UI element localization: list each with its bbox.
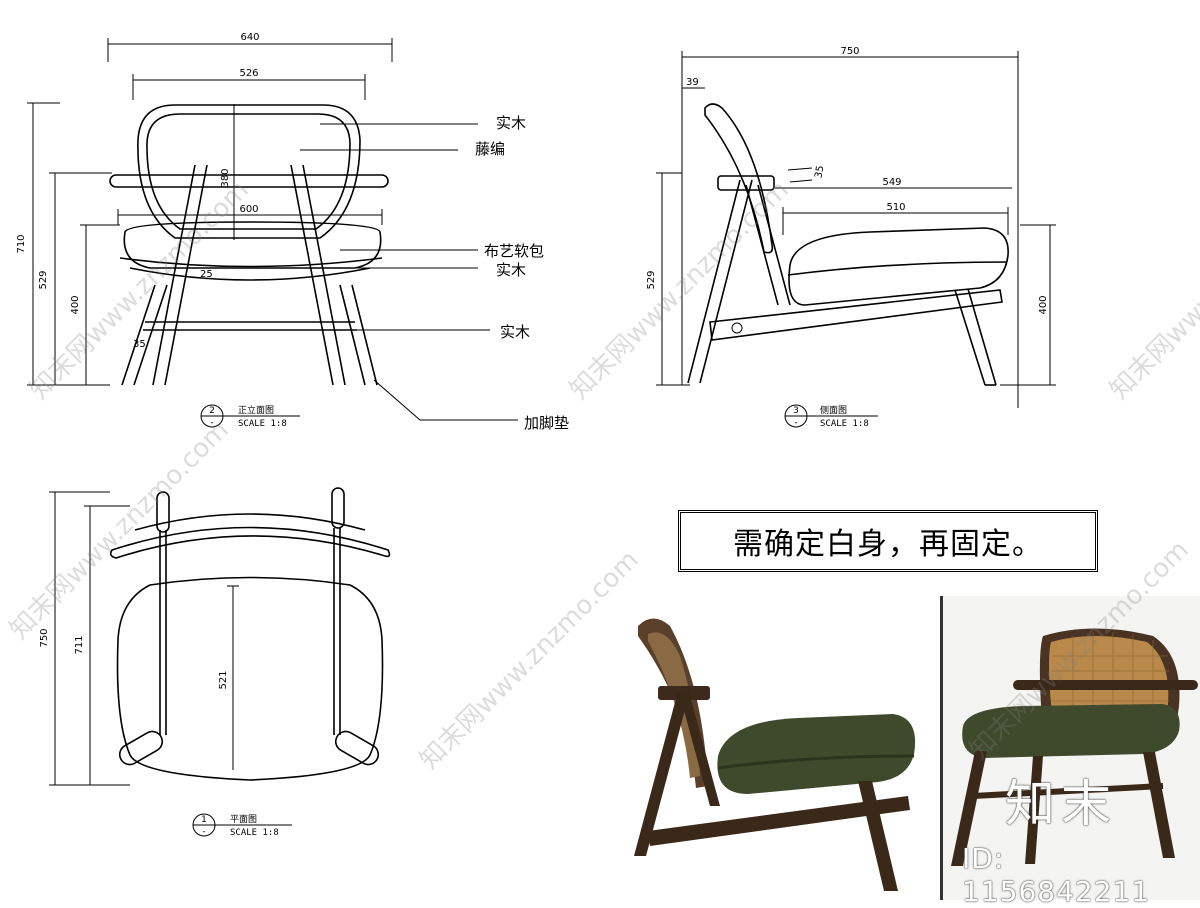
- label-solid-wood-mid: 实木: [496, 261, 526, 279]
- dim-side-510: 510: [886, 202, 905, 213]
- chair-side-illustration: [634, 618, 916, 891]
- front-tag-number: 2: [209, 406, 215, 416]
- plan-view: 750 711 521 1 - 平面图 SCALE 1:8: [39, 487, 391, 838]
- plan-scale: SCALE 1:8: [230, 828, 279, 838]
- dim-side-750: 750: [840, 46, 859, 57]
- plan-tag-sub: -: [202, 827, 205, 837]
- dim-side-529: 529: [646, 270, 657, 289]
- dim-side-39: 39: [686, 77, 699, 88]
- dim-front-529: 529: [38, 270, 49, 289]
- watermark-id: ID: 1156842211: [962, 842, 1151, 908]
- watermark-logo: 知末: [1005, 775, 1117, 833]
- label-solid-wood-low: 实木: [500, 323, 530, 341]
- side-tag-number: 3: [793, 406, 799, 416]
- dim-plan-750: 750: [39, 628, 50, 647]
- dim-front-380: 380: [220, 168, 231, 187]
- front-tag-sub: -: [210, 418, 213, 428]
- fixing-note: 需确定白身，再固定。: [678, 510, 1098, 572]
- label-rattan: 藤编: [475, 140, 505, 158]
- dim-plan-711: 711: [74, 635, 85, 654]
- dim-side-400: 400: [1038, 295, 1049, 314]
- label-foot-pad: 加脚垫: [524, 414, 569, 432]
- label-solid-wood-top: 实木: [496, 114, 526, 132]
- label-fabric: 布艺软包: [484, 242, 544, 260]
- dim-front-35: 35: [133, 339, 146, 350]
- front-scale: SCALE 1:8: [238, 419, 287, 429]
- dim-side-35: 35: [813, 165, 826, 179]
- side-title: 侧面图: [820, 404, 847, 416]
- dim-front-25: 25: [200, 269, 213, 280]
- plan-title: 平面图: [230, 814, 257, 825]
- dim-front-400: 400: [70, 295, 81, 314]
- front-view: 640 526 710 529 400 380 600: [16, 32, 569, 432]
- side-view: 750 39 529 400 549 510 35: [646, 46, 1056, 429]
- dim-side-549: 549: [882, 177, 901, 188]
- chair-photo-side: [608, 596, 938, 900]
- dim-front-710: 710: [16, 234, 27, 253]
- chair-photo-front: [940, 596, 1200, 900]
- plan-tag-number: 1: [201, 815, 207, 825]
- dim-front-640: 640: [240, 32, 259, 43]
- dim-plan-521: 521: [218, 670, 229, 689]
- side-scale: SCALE 1:8: [820, 419, 869, 429]
- dim-front-600: 600: [239, 204, 258, 215]
- chair-front-illustration: [951, 628, 1198, 866]
- front-title: 正立面图: [238, 404, 274, 416]
- dim-front-526: 526: [239, 68, 258, 79]
- side-tag-sub: -: [794, 418, 797, 428]
